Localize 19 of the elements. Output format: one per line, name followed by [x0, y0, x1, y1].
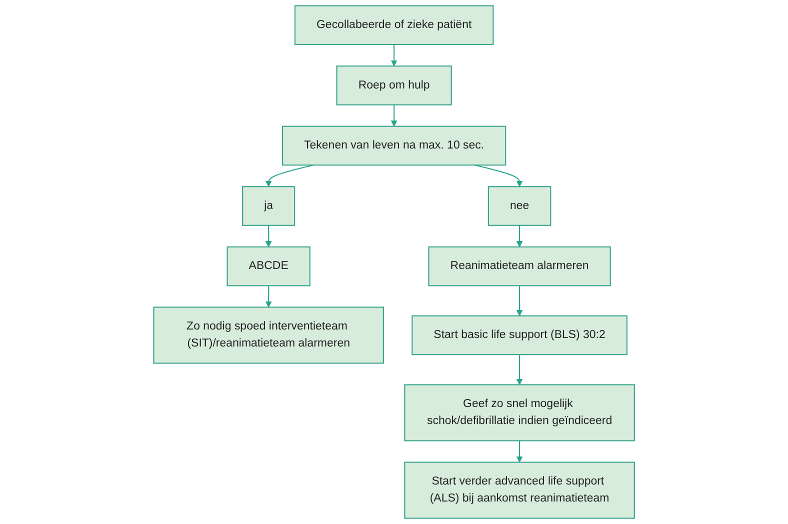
node-box: Reanimatieteam alarmeren	[428, 246, 611, 286]
node-box: Zo nodig spoed interventieteam (SIT)/reanimatieteam alarmeren	[153, 306, 384, 364]
arrow	[265, 286, 272, 308]
arrow	[516, 440, 523, 463]
node-box: Tekenen van leven na max. 10 sec.	[282, 126, 506, 166]
arrow	[390, 44, 398, 66]
node-box: Start basic life support (BLS) 30:2	[412, 315, 628, 356]
node-box: ja	[242, 186, 296, 226]
node-box: Start verder advanced life support (ALS) bij aankomst reanimatieteam	[404, 462, 635, 519]
arrow	[516, 286, 523, 316]
node-box: ABCDE	[226, 246, 310, 286]
node-box: Gecollabeerde of zieke patiënt	[294, 5, 494, 46]
node-box: Roep om hulp	[336, 66, 452, 106]
arrow	[516, 225, 523, 248]
arrow	[516, 354, 523, 386]
node-box: nee	[488, 186, 552, 226]
arrow	[390, 104, 398, 127]
node-box: Geef zo snel mogelijk schok/defibrillatie indien geïndiceerd	[404, 384, 635, 442]
arrow	[265, 225, 272, 248]
